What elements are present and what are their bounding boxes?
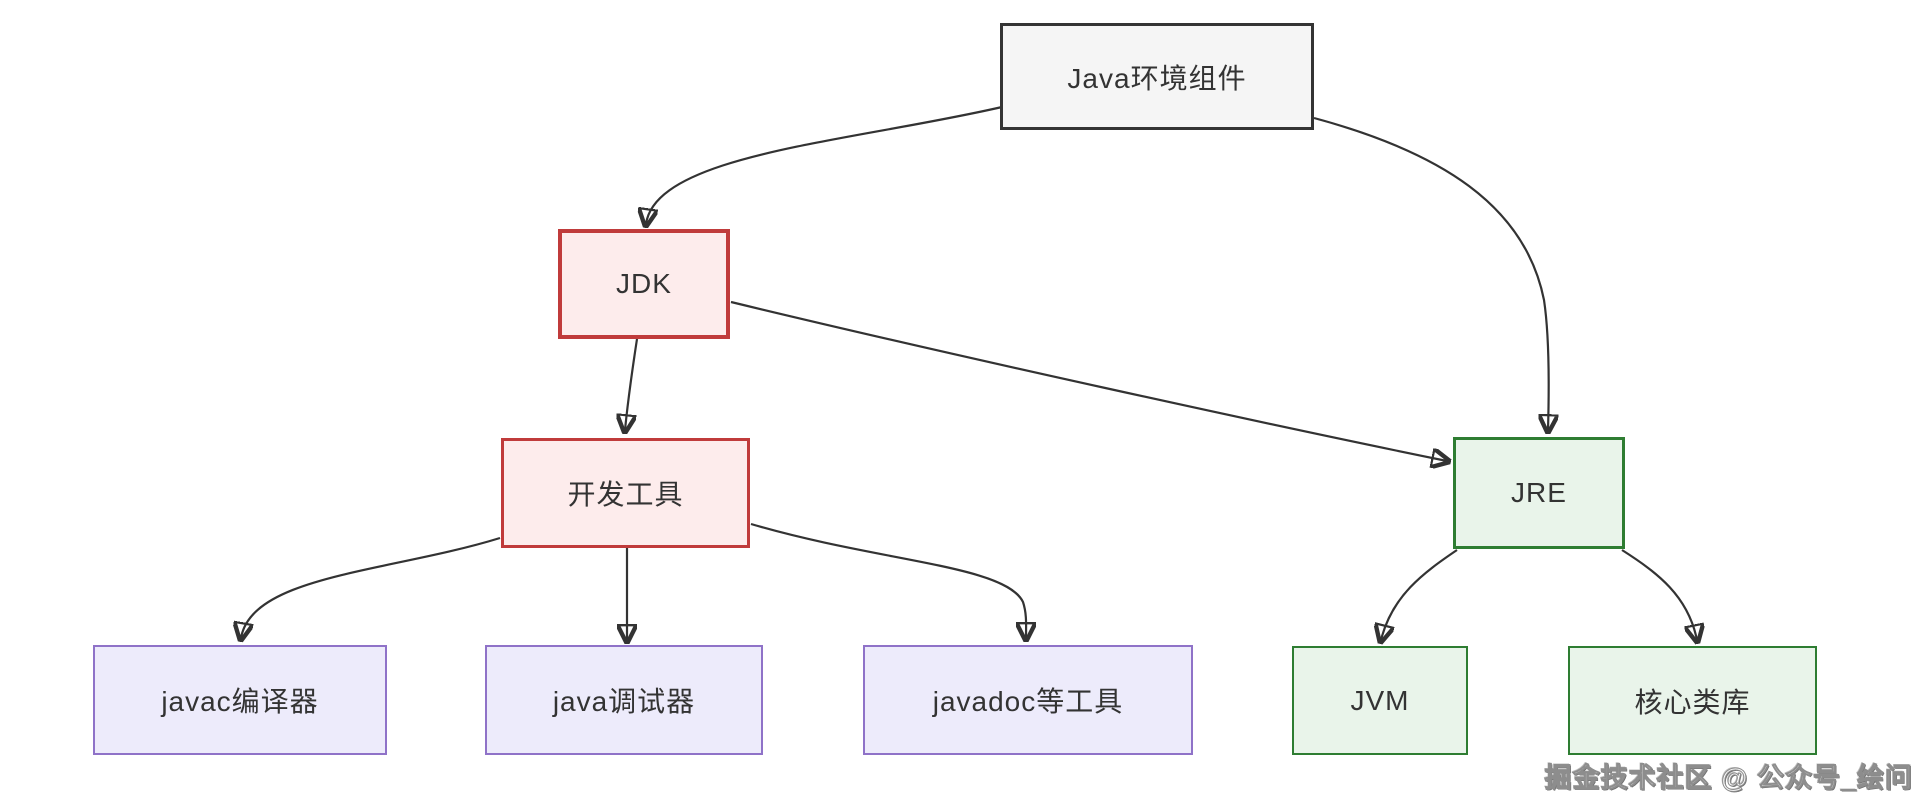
node-label-javadoc-tools: javadoc等工具 <box>932 686 1124 717</box>
node-label-javac-compiler: javac编译器 <box>161 686 319 717</box>
node-javadoc-tools: javadoc等工具 <box>863 645 1193 755</box>
node-label-dev-tools: 开发工具 <box>567 479 684 510</box>
edge-jre-corelib <box>1621 549 1697 640</box>
edge-root-jre <box>1313 116 1549 430</box>
node-label-core-class-library: 核心类库 <box>1634 686 1751 718</box>
node-jvm: JVM <box>1292 646 1468 755</box>
edge-jdk-jre <box>730 300 1447 461</box>
watermark: 掘金技术社区 @ 公众号_绘问 <box>1544 763 1913 794</box>
node-java-debugger: java调试器 <box>485 645 763 755</box>
node-java-env-components: Java环境组件 <box>1000 23 1314 130</box>
edge-devtools-javac <box>241 536 501 638</box>
node-dev-tools: 开发工具 <box>501 438 750 548</box>
node-label-java-env-components: Java环境组件 <box>1067 62 1247 94</box>
edge-jre-jvm <box>1381 549 1458 640</box>
node-label-java-debugger: java调试器 <box>552 686 696 717</box>
edge-jdk-devtools <box>625 338 639 430</box>
node-core-class-library: 核心类库 <box>1568 646 1817 755</box>
node-jre: JRE <box>1453 437 1625 549</box>
node-jdk: JDK <box>558 229 730 339</box>
node-label-jdk: JDK <box>616 268 672 299</box>
node-label-jre: JRE <box>1511 477 1567 508</box>
edge-devtools-javadoc <box>750 522 1026 638</box>
edge-root-jdk <box>646 105 1003 224</box>
node-javac-compiler: javac编译器 <box>93 645 387 755</box>
node-label-jvm: JVM <box>1350 684 1410 716</box>
